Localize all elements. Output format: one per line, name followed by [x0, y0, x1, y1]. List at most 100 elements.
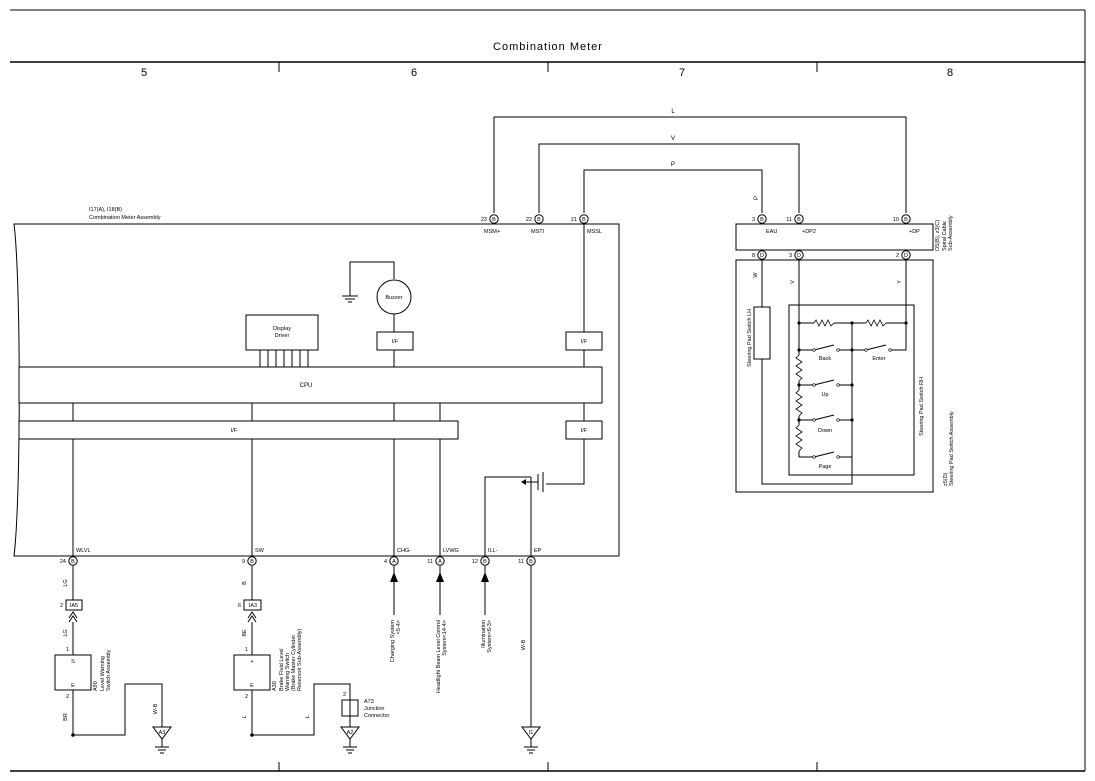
wire-label-p-vertical: P: [754, 196, 760, 200]
wire-label-brake-bot: L: [242, 715, 248, 718]
ground-i1: I1: [529, 730, 534, 736]
brake-switch-name-3: (Brake Master Cylinder: [291, 635, 297, 691]
steering-pad-internal: [761, 260, 908, 485]
ref-illumination-1: Illumination: [481, 620, 487, 648]
if-label: I/F: [581, 339, 588, 345]
level-switch-name-1: Level Warning: [100, 656, 106, 691]
pin-number: 23: [481, 217, 487, 223]
pin-number: 3: [752, 217, 755, 223]
brake-pin-top: 1: [245, 647, 248, 653]
steering-ref: z5(D): [943, 472, 949, 486]
ref-headlight-1: Headlight Beam Level Control: [436, 620, 442, 693]
page-title: Combination Meter: [493, 41, 603, 53]
steering-rh-label: Steering Pad Switch RH: [919, 377, 925, 436]
steering-lh-label: Steering Pad Switch LH: [747, 309, 753, 367]
if-bar-label: I/F: [231, 428, 238, 434]
level-pin-bot-label: E: [71, 683, 75, 689]
button-up: Up: [821, 392, 828, 398]
meter-top-pins: [489, 214, 589, 224]
pin-name: MSM+: [484, 229, 500, 235]
pin-conn: B: [529, 559, 533, 565]
display-driver-label-2: Driver: [275, 333, 290, 339]
level-switch-ref: A90: [93, 681, 99, 691]
display-driver: [245, 314, 319, 351]
reference-arrows: [390, 566, 489, 615]
steering-pad-lh-resistor: [753, 306, 771, 360]
pin-number: 11: [518, 559, 524, 565]
steering-name: Steering Pad Switch Assembly: [949, 411, 955, 486]
brake-connector-pin: 6: [238, 603, 241, 609]
wire-label-p: P: [671, 162, 675, 168]
pin-number: 3: [789, 253, 792, 259]
level-connector-pin: 2: [60, 603, 63, 609]
wire-label-wlvl: LG: [63, 579, 69, 586]
pin-conn: D: [797, 253, 801, 259]
pin-name: WLVL: [76, 548, 91, 554]
top-wires: [493, 116, 907, 213]
ref-illumination-2: System<6-3>: [487, 620, 493, 653]
pin-conn: A: [392, 559, 396, 565]
meter-bottom-pins: [68, 556, 536, 566]
wire-label-v: V: [671, 136, 675, 142]
brake-connector: IA3: [249, 603, 257, 609]
spiral-pins: [757, 214, 911, 260]
pin-number: 8: [752, 253, 755, 259]
wire-label-junction: L: [305, 715, 311, 718]
level-pin-top: 1: [66, 647, 69, 653]
column-label-3: 7: [679, 67, 685, 79]
pin-name: MSSL: [587, 229, 602, 235]
spiral-cable-box: [735, 223, 934, 251]
pin-name: LVWG: [443, 548, 459, 554]
column-label-1: 5: [141, 67, 147, 79]
pin-number: 24: [60, 559, 66, 565]
pin-conn: B: [797, 217, 801, 223]
if-box-mssl: [565, 331, 603, 351]
wire-label-ep: W-B: [521, 639, 527, 650]
buzzer: [376, 279, 412, 315]
junction-name-1: Junction: [364, 706, 385, 712]
brake-switch-wiring: [233, 566, 360, 754]
wire-label-level-bot: BR: [63, 713, 69, 721]
column-ticks: [278, 62, 818, 771]
wire-label-sw: B: [242, 581, 248, 585]
column-label-2: 6: [411, 67, 417, 79]
wire-label-brake-top: BE: [242, 629, 248, 637]
level-switch-wiring: [54, 566, 172, 754]
level-switch-name-2: Switch Assembly: [106, 649, 112, 691]
pin-number: 11: [786, 217, 792, 223]
pin-name: +DP2: [802, 229, 816, 235]
pin-conn: B: [537, 217, 541, 223]
pin-number: 21: [571, 217, 577, 223]
pin-name: ILL-: [488, 548, 498, 554]
pin-conn: B: [492, 217, 496, 223]
if-label: I/F: [581, 428, 588, 434]
pin-number: 9: [242, 559, 245, 565]
brake-switch-name-2: Warning Switch: [285, 653, 291, 691]
ground-a2: A2: [347, 730, 354, 736]
cpu-block: [18, 366, 603, 404]
button-back: Back: [819, 356, 831, 362]
pin-name: SW: [255, 548, 265, 554]
level-pin-top-label: S: [71, 659, 75, 665]
pin-conn: B: [904, 217, 908, 223]
ref-headlight-2: System<14-4>: [442, 620, 448, 656]
spiral-name-2: Sub-Assembly: [948, 215, 954, 251]
pin-conn: B: [483, 559, 487, 565]
pin-number: 10: [893, 217, 899, 223]
cpu-label: CPU: [300, 383, 313, 389]
ep-ground: [521, 566, 541, 754]
junction-name-2: Connector: [364, 713, 390, 719]
meter-internal-lines: [72, 224, 585, 556]
pin-name: +DP: [909, 229, 920, 235]
level-connector: IA5: [70, 603, 78, 609]
wire-label-y: Y: [897, 280, 903, 284]
pin-name: EAU: [766, 229, 777, 235]
level-pin-bot: 2: [66, 694, 69, 700]
spiral-name-1: Spiral Cable: [942, 221, 948, 251]
pin-number: 11: [427, 559, 433, 565]
meter-ref: I17(A), I18(B): [89, 207, 122, 213]
pin-name: CHG-: [397, 548, 411, 554]
wire-label-v-lower: V: [790, 280, 796, 284]
wire-label-level-top: LG: [63, 629, 69, 636]
